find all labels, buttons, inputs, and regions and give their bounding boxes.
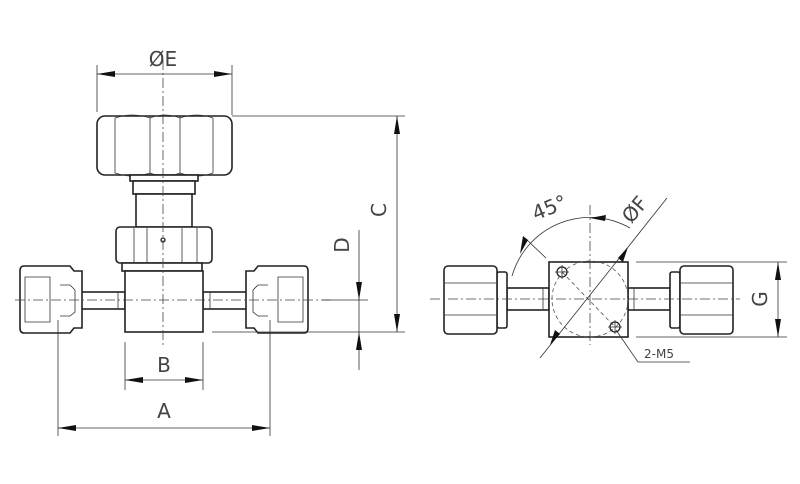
- mounting-holes: [555, 265, 622, 334]
- dim-f-label: ØF: [617, 191, 653, 227]
- bonnet-ring: [129, 174, 199, 182]
- left-nut: [443, 265, 508, 335]
- dimension-c: C: [212, 115, 405, 333]
- dimension-d: D: [322, 230, 368, 370]
- valve-body: [124, 270, 204, 333]
- top-view: ØF 45° G 2-M5: [430, 190, 787, 363]
- dimension-a: A: [57, 320, 271, 436]
- dimension-g: G: [636, 261, 787, 338]
- right-fitting-nut: [245, 265, 309, 334]
- bonnet-collar: [132, 180, 196, 195]
- angle-label: 45°: [528, 190, 570, 226]
- holes-callout: 2-M5: [615, 329, 690, 363]
- dim-b-label: B: [157, 353, 171, 377]
- handknob: [96, 114, 233, 177]
- stem: [135, 193, 193, 228]
- dimension-b: B: [124, 342, 204, 390]
- right-nut: [669, 265, 734, 335]
- front-view: ØE C D B A: [15, 47, 405, 436]
- left-fitting-nut: [19, 265, 83, 334]
- centerlines: [430, 205, 740, 345]
- dim-e-label: ØE: [149, 47, 177, 71]
- dim-c-label: C: [367, 203, 391, 217]
- dim-a-label: A: [157, 399, 171, 423]
- holes-label: 2-M5: [644, 347, 674, 361]
- body-neck: [121, 262, 203, 272]
- dim-g-label: G: [748, 291, 772, 307]
- packing-nut: [115, 226, 213, 264]
- dimension-e: ØE: [96, 47, 233, 115]
- dim-d-label: D: [330, 237, 354, 252]
